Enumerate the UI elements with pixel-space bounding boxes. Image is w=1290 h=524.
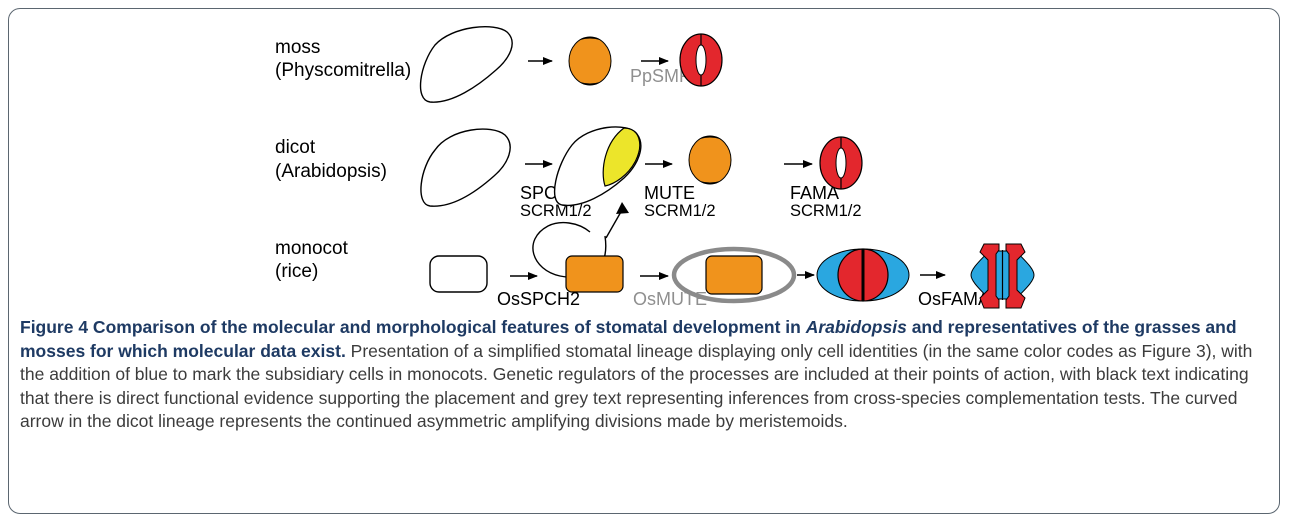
- caption-title-part2: and representatives of the grasses and m…: [20, 317, 1237, 361]
- caption-body: Presentation of a simplified stomatal li…: [20, 340, 1253, 432]
- monocot-immature-stomatal-complex: [816, 248, 910, 302]
- moss-species-label: (Physcomitrella): [275, 60, 411, 81]
- regulator-osmute: OsMUTE: [633, 289, 707, 309]
- figure-frame: [8, 8, 1280, 514]
- monocot-mature-stomatal-complex: [970, 243, 1035, 309]
- dicot-curved-arrowhead: [616, 202, 629, 214]
- moss-gmc-cell: [568, 36, 612, 86]
- regulator-scrm-2: SCRM1/2: [644, 202, 716, 220]
- stomatal-lineage-diagram: moss (Physcomitrella) PpSMF1 dicot (Arab…: [275, 26, 1035, 309]
- dicot-row-label: dicot: [275, 137, 316, 158]
- regulator-osspch2: OsSPCH2: [497, 289, 580, 309]
- moss-protodermal-cell: [419, 26, 513, 103]
- monocot-protodermal-cell: [429, 255, 488, 293]
- dicot-protodermal-cell: [420, 128, 511, 207]
- dicot-species-label: (Arabidopsis): [275, 161, 387, 182]
- caption-title-part1: Figure 4 Comparison of the molecular and…: [20, 317, 806, 337]
- dicot-meristemoid-cell: [553, 126, 642, 207]
- monocot-gmc-cell: [565, 255, 624, 293]
- dicot-guard-cell-pair: [819, 136, 863, 190]
- moss-row-label: moss: [275, 37, 320, 58]
- monocot-gmc-with-smc: [671, 246, 797, 304]
- figure-caption: Figure 4 Comparison of the molecular and…: [20, 316, 1270, 434]
- regulator-fama: FAMA: [790, 183, 839, 203]
- regulator-mute: MUTE: [644, 183, 695, 203]
- dicot-gmc-cell: [688, 135, 732, 185]
- caption-title: Figure 4 Comparison of the molecular and…: [20, 317, 1237, 361]
- regulator-osfama: OsFAMA: [918, 289, 990, 309]
- caption-title-italic: Arabidopsis: [805, 317, 907, 337]
- monocot-species-label: (rice): [275, 261, 318, 282]
- moss-guard-cell-pair: [679, 33, 723, 87]
- regulator-scrm-1: SCRM1/2: [520, 202, 592, 220]
- dicot-curved-arrow-stem: [605, 209, 623, 239]
- monocot-row-label: monocot: [275, 238, 349, 259]
- regulator-scrm-3: SCRM1/2: [790, 202, 862, 220]
